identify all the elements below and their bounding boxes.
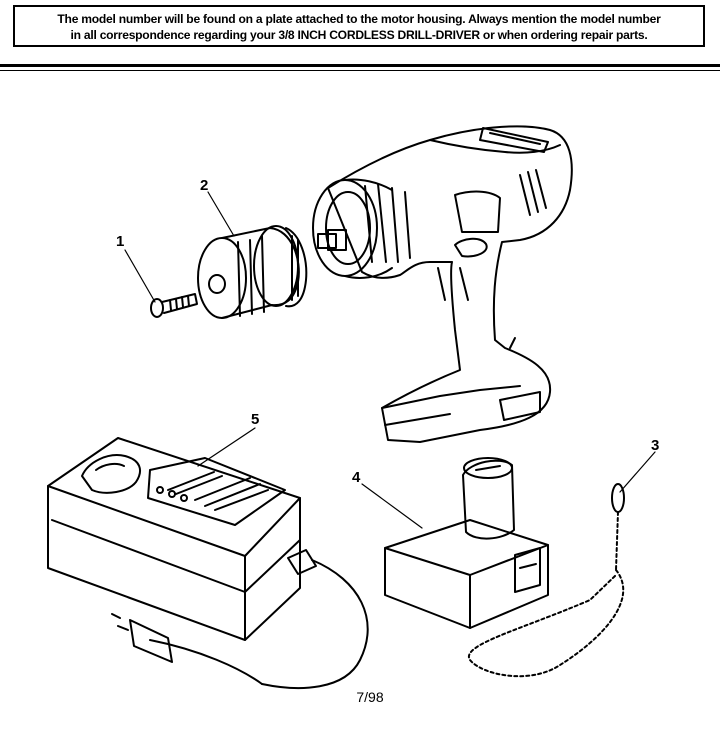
callout-2-label: 2 — [200, 177, 208, 194]
callout-4-label: 4 — [352, 469, 361, 486]
charger-illustration — [47, 437, 369, 689]
notice-line-2: in all correspondence regarding your 3/8… — [70, 28, 648, 42]
callout-leaders — [124, 191, 656, 529]
header-rule-thick — [0, 64, 720, 67]
header-rule-thin — [0, 70, 720, 71]
chuck-illustration — [197, 225, 308, 319]
drill-illustration — [312, 125, 573, 443]
callout-3-label: 3 — [651, 437, 659, 454]
notice-line-1: The model number will be found on a plat… — [57, 12, 661, 26]
model-number-notice: The model number will be found on a plat… — [13, 5, 705, 47]
screw-illustration — [150, 293, 198, 318]
wrist-strap-illustration — [467, 483, 625, 678]
callout-5-label: 5 — [251, 411, 259, 428]
callout-1-label: 1 — [116, 233, 124, 250]
date-code: 7/98 — [356, 689, 384, 705]
battery-illustration — [384, 457, 549, 629]
